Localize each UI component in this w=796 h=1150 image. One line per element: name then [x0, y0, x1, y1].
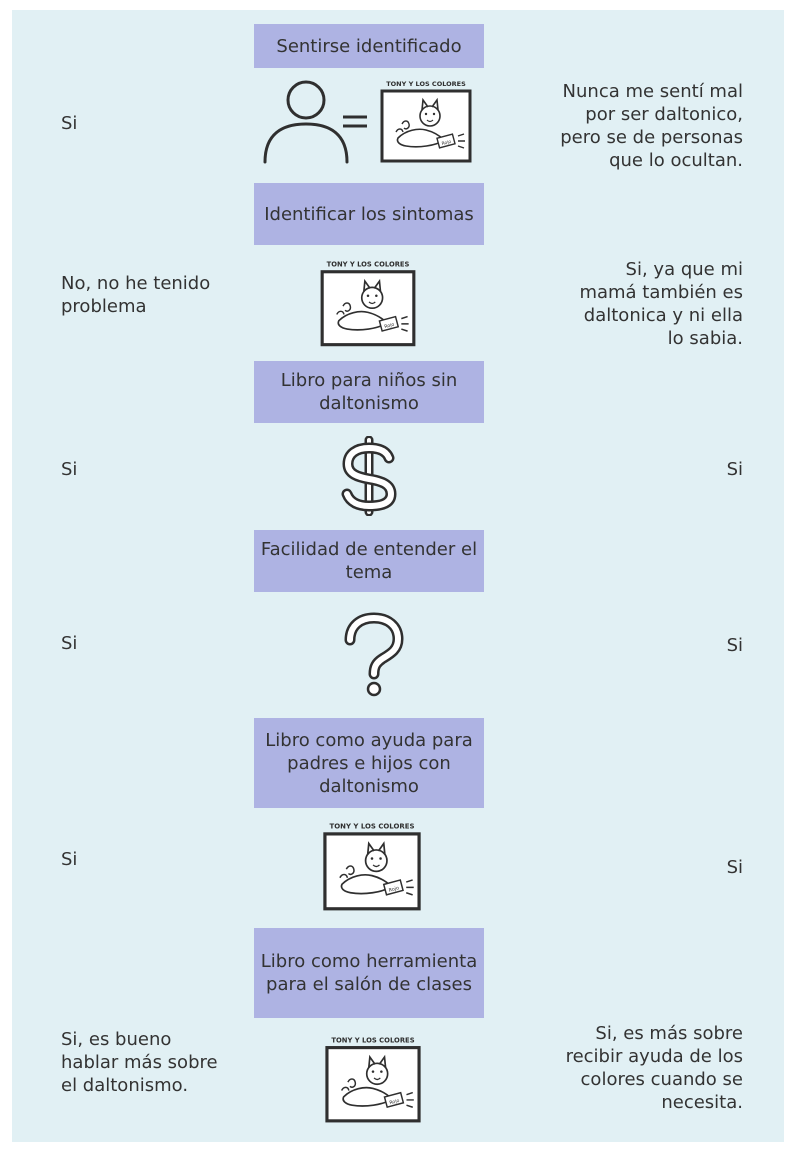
question-header: Libro para niños sin daltonismo [254, 361, 484, 423]
cat-head [360, 286, 384, 310]
book-frame [325, 1046, 421, 1123]
cat-paw [401, 120, 410, 130]
crayon-label: Rojo [388, 885, 400, 893]
cat-ears [366, 841, 386, 855]
book-cover-icon: TONY Y LOS COLORES Rojo [320, 261, 416, 347]
cat-mouth [373, 1077, 381, 1081]
cat-eye [432, 112, 436, 116]
question-header: Facilidad de entender el tema [254, 530, 484, 592]
answer-left: Si [61, 113, 78, 134]
cat-ears [367, 1054, 387, 1068]
person-icon [263, 80, 349, 164]
crayon-label: Rojo [384, 322, 395, 330]
motion-lines [457, 133, 465, 149]
answer-right: Si [726, 635, 743, 656]
question-header: Identificar los sintomas [254, 183, 484, 245]
book-cover-icon: TONY Y LOS COLORES Rojo [323, 823, 421, 911]
cat-eye [424, 112, 428, 116]
answer-right: Nunca me sentí mal por ser daltonico, pe… [560, 81, 743, 171]
answer-right: Si [726, 857, 743, 878]
cat-eye [366, 294, 370, 297]
crayon-box [383, 1091, 405, 1109]
crayon-box [378, 315, 400, 332]
cat-ears [363, 278, 382, 292]
cat-paw [345, 865, 355, 876]
answer-left: Si [61, 633, 78, 654]
question-header: Sentirse identificado [254, 24, 484, 68]
cat-eye [371, 1070, 375, 1073]
answer-left: Si [61, 849, 78, 870]
cat-mouth [368, 301, 376, 305]
cat-paw [347, 1078, 357, 1088]
cat-paw [395, 128, 404, 133]
cat-eye [370, 857, 374, 860]
book-title: TONY Y LOS COLORES [330, 823, 415, 831]
cat-paw [336, 310, 345, 315]
cat-head [365, 1062, 389, 1086]
cat-eye [375, 294, 378, 297]
crayon-box [382, 879, 404, 896]
book-title: TONY Y LOS COLORES [327, 261, 410, 269]
motion-lines [401, 315, 409, 332]
book-title: TONY Y LOS COLORES [386, 80, 466, 88]
cat-ears [421, 97, 439, 111]
motion-lines [406, 1091, 414, 1108]
cat-paw [340, 1086, 350, 1091]
book-title: TONY Y LOS COLORES [331, 1036, 414, 1044]
book-cover-icon: TONY Y LOS COLORES Rojo [325, 1036, 421, 1123]
cat-paw [339, 873, 349, 879]
cat-eye [380, 1070, 383, 1073]
cat-mouth [426, 119, 434, 123]
cat-paw [342, 302, 352, 312]
motion-lines [405, 879, 414, 896]
answer-right: Si, es más sobre recibir ayuda de los co… [565, 1023, 743, 1113]
question-mark-icon [344, 612, 404, 697]
cat-eye [379, 857, 382, 860]
question-header: Libro como ayuda para padres e hijos con… [254, 718, 484, 808]
book-cover-icon: TONY Y LOS COLORES Rojo [380, 80, 472, 163]
answer-left: No, no he tenido problema [61, 273, 211, 317]
answer-right: Si [726, 459, 743, 480]
crayon-label: Rojo [389, 1098, 400, 1106]
cat-head [364, 849, 388, 873]
question-header: Libro como herramienta para el salón de … [254, 928, 484, 1018]
crayon-label: Rojo [441, 139, 452, 147]
cat-head [419, 105, 441, 127]
dollar-icon [341, 436, 397, 516]
cat-mouth [372, 864, 380, 868]
crayon-box [436, 133, 456, 149]
answer-left: Si, es bueno hablar más sobre el daltoni… [61, 1029, 218, 1096]
equals-icon [343, 115, 367, 128]
answer-left: Si [61, 459, 78, 480]
answer-right: Si, ya que mi mamá también es daltonica … [579, 259, 743, 349]
